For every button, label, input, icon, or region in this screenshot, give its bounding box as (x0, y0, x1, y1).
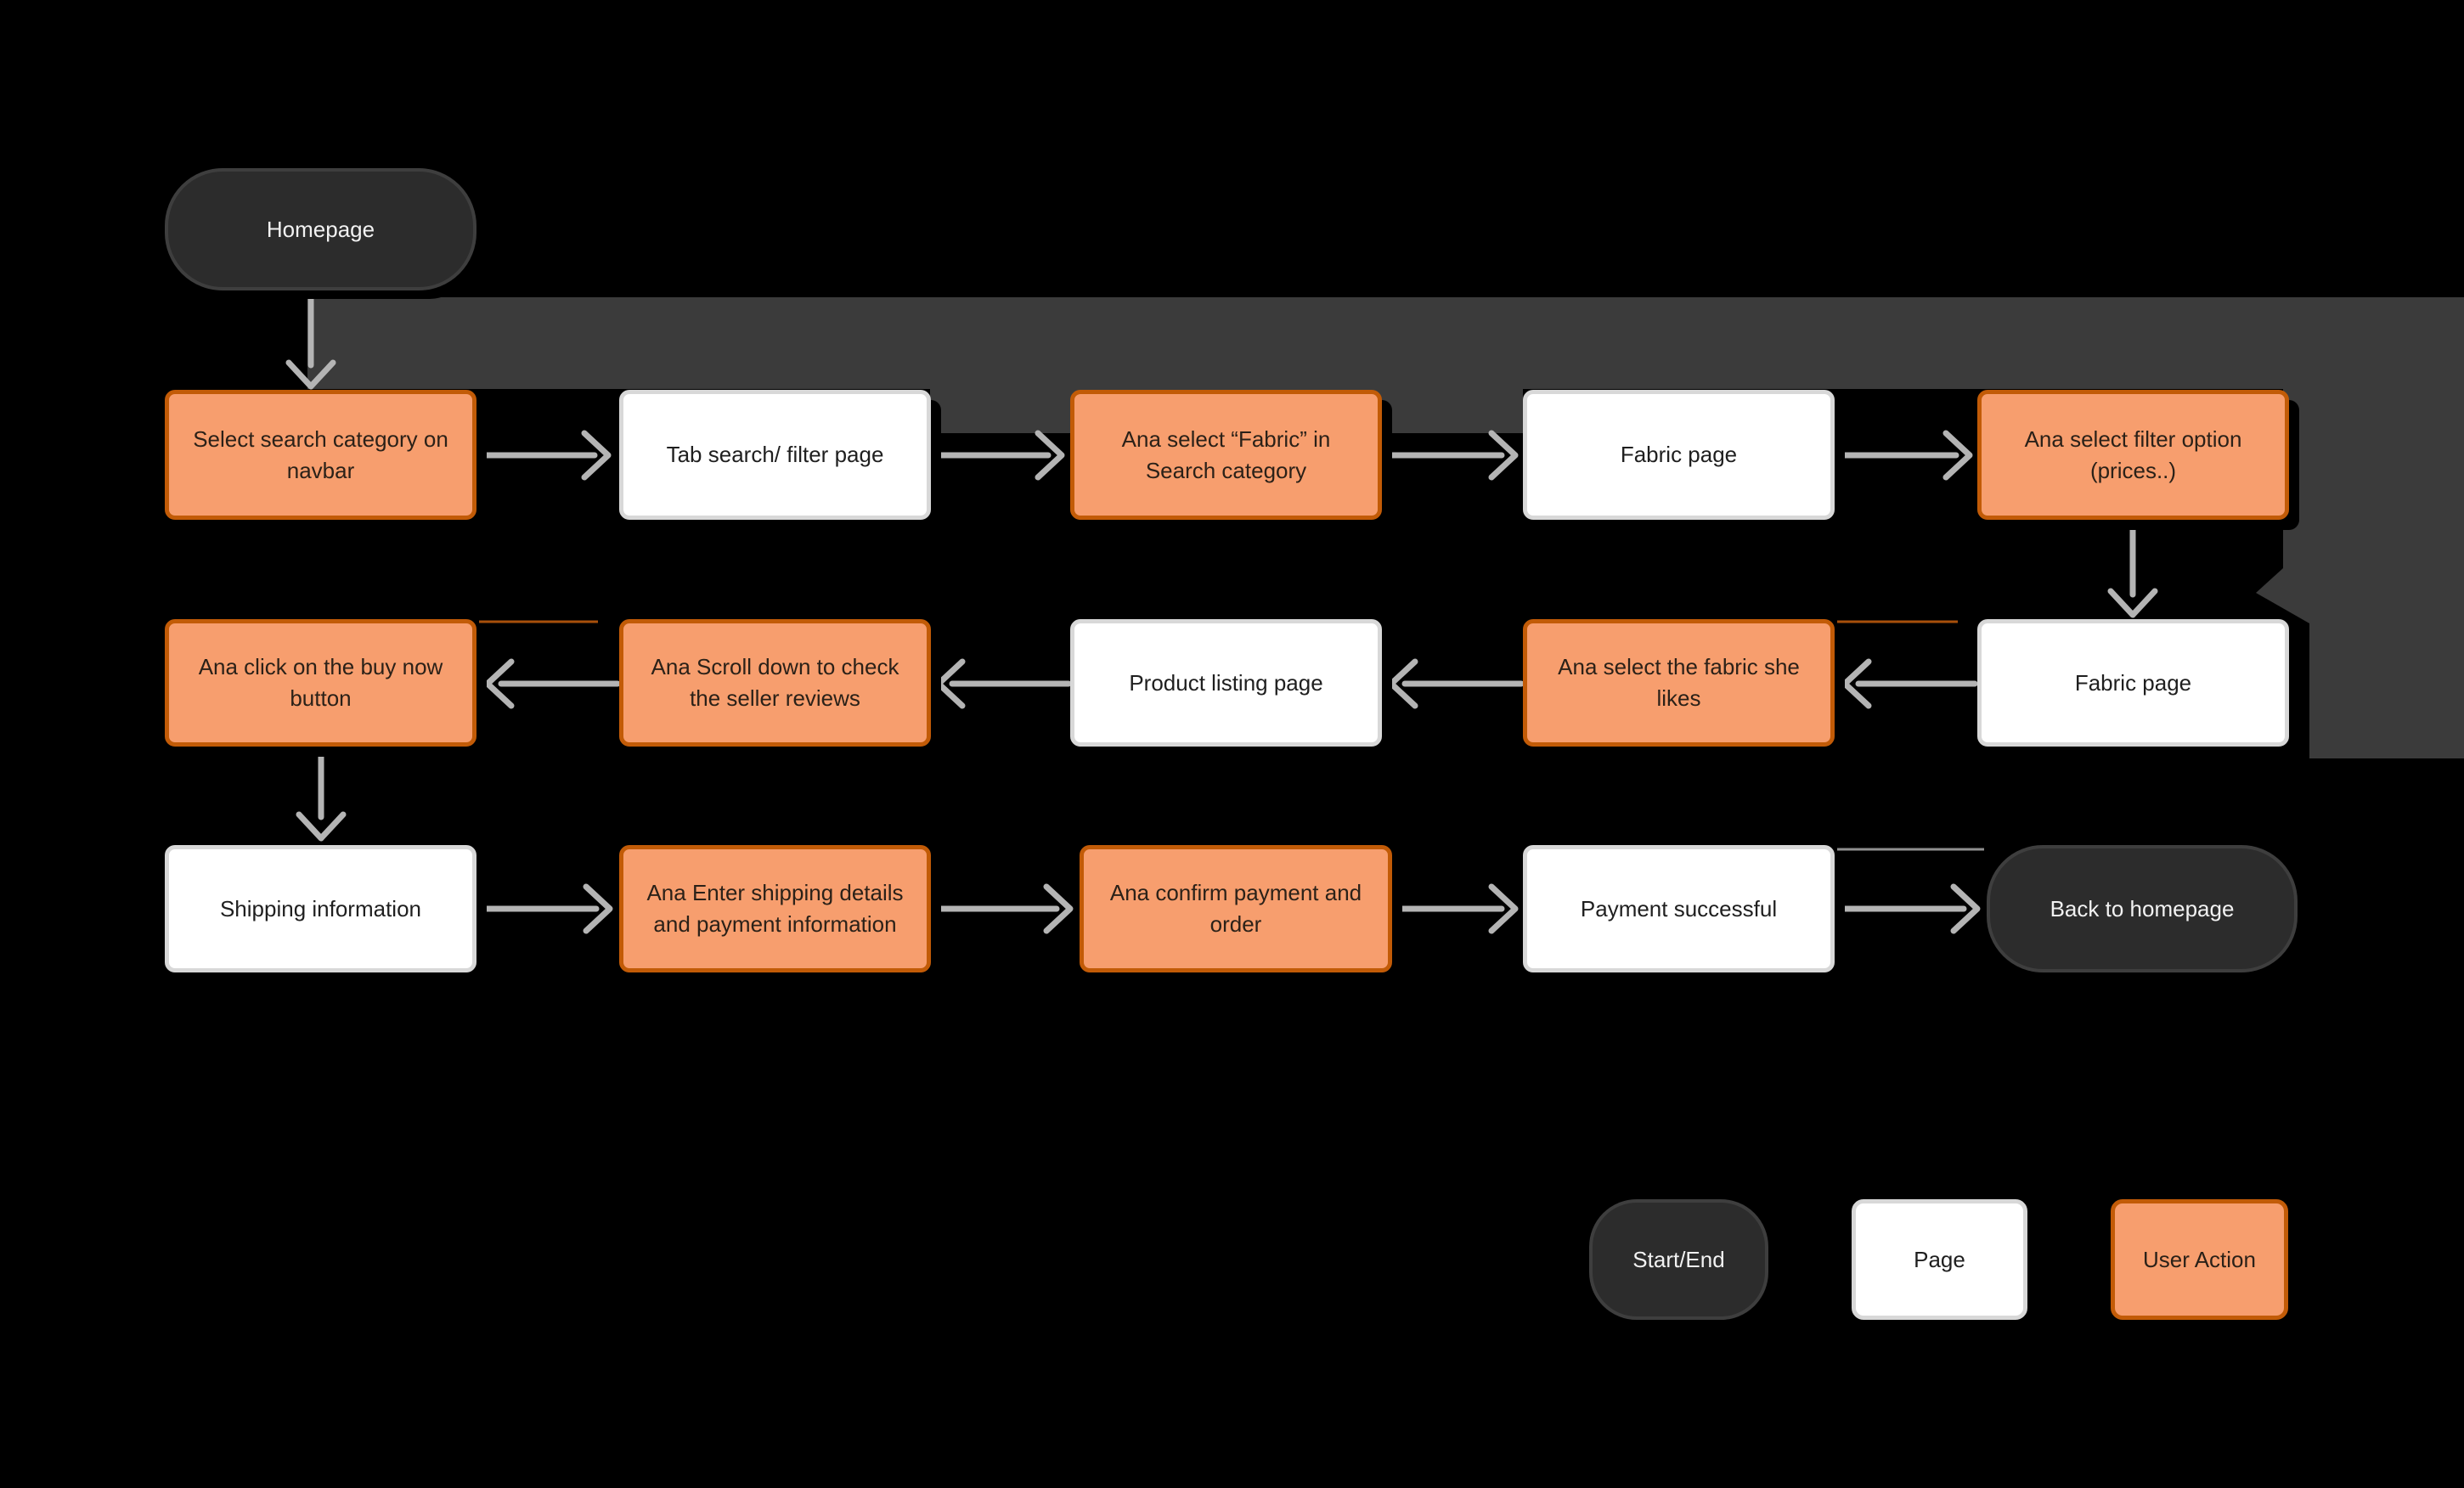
arrow-buy-now-to-shipping-info (296, 746, 347, 842)
node-select-filter-option[interactable]: Ana select filter option (prices..) (1977, 390, 2289, 520)
node-enter-shipping-payment[interactable]: Ana Enter shipping details and payment i… (619, 845, 931, 972)
arrow-scroll-reviews-to-buy-now (484, 658, 621, 709)
arrow-fabric-page-to-filter-option (1833, 430, 1973, 481)
node-select-fabric-she-likes[interactable]: Ana select the fabric she likes (1523, 619, 1835, 747)
arrow-tab-search-to-select-fabric (928, 430, 1065, 481)
node-fabric-page-2[interactable]: Fabric page (1977, 619, 2289, 747)
legend-start-end[interactable]: Start/End (1589, 1199, 1768, 1320)
node-label: Ana click on the buy now button (198, 654, 443, 711)
node-scroll-seller-reviews[interactable]: Ana Scroll down to check the seller revi… (619, 619, 931, 747)
arrow-select-fabric-likes-to-product-listing (1388, 658, 1525, 709)
node-label: Ana select the fabric she likes (1558, 654, 1800, 711)
arrow-shipping-info-to-enter-details (475, 883, 613, 934)
arrow-payment-successful-to-back-home (1833, 883, 1981, 934)
node-homepage[interactable]: Homepage (165, 168, 476, 290)
arrow-select-category-to-tab-search (475, 430, 612, 481)
node-fabric-page-1[interactable]: Fabric page (1523, 390, 1835, 520)
arrow-confirm-payment-to-payment-successful (1390, 883, 1519, 934)
node-tab-search-filter-page[interactable]: Tab search/ filter page (619, 390, 931, 520)
legend-label: User Action (2143, 1246, 2256, 1272)
node-label: Fabric page (1620, 442, 1738, 467)
node-label: Select search category on navbar (193, 426, 448, 483)
arrow-homepage-to-select-category (285, 290, 336, 390)
legend-user-action[interactable]: User Action (2111, 1199, 2288, 1320)
node-product-listing-page[interactable]: Product listing page (1070, 619, 1382, 747)
node-label: Shipping information (219, 895, 422, 922)
node-label: Product listing page (1129, 669, 1323, 696)
node-back-to-homepage[interactable]: Back to homepage (1987, 845, 2298, 972)
node-click-buy-now[interactable]: Ana click on the buy now button (165, 619, 476, 747)
node-label: Ana select “Fabric” in Search category (1121, 426, 1331, 483)
legend-label: Start/End (1632, 1246, 1725, 1272)
node-label: Ana confirm payment and order (1109, 880, 1362, 937)
node-label: Back to homepage (2050, 895, 2235, 922)
highlight-band-shape (307, 297, 2464, 758)
arrow-filter-option-to-fabric-page-2 (2107, 518, 2158, 618)
node-label: Ana Enter shipping details and payment i… (646, 880, 904, 937)
node-label: Ana select filter option (prices..) (2024, 426, 2242, 483)
arrow-fabric-page-2-to-select-fabric-likes (1841, 658, 1978, 709)
arrow-enter-details-to-confirm-payment (928, 883, 1074, 934)
node-shipping-information[interactable]: Shipping information (165, 845, 476, 972)
node-select-fabric-category[interactable]: Ana select “Fabric” in Search category (1070, 390, 1382, 520)
legend-label: Page (1914, 1246, 1965, 1272)
arrow-product-listing-to-scroll-reviews (935, 658, 1072, 709)
node-label: Tab search/ filter page (666, 442, 884, 467)
node-select-search-category[interactable]: Select search category on navbar (165, 390, 476, 520)
legend-page[interactable]: Page (1852, 1199, 2027, 1320)
node-payment-successful[interactable]: Payment successful (1523, 845, 1835, 972)
node-confirm-payment-order[interactable]: Ana confirm payment and order (1080, 845, 1392, 972)
node-label: Ana Scroll down to check the seller revi… (651, 654, 899, 711)
node-label: Fabric page (2074, 669, 2192, 696)
node-label: Homepage (266, 216, 375, 242)
node-label: Payment successful (1580, 895, 1778, 922)
arrow-select-fabric-to-fabric-page (1380, 430, 1519, 481)
